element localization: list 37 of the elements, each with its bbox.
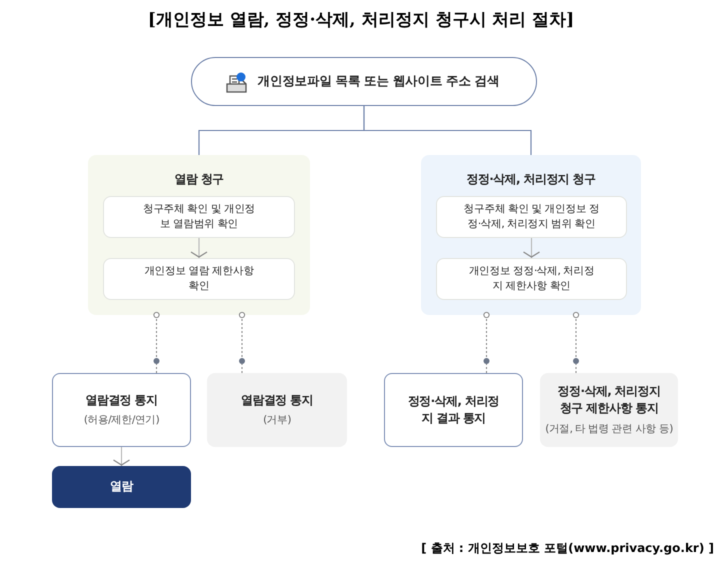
step-text: 개인정보 열람 제한사항 확인 xyxy=(143,264,255,294)
step-text: 열람결정 통지 xyxy=(240,392,314,409)
dotted-connector xyxy=(238,312,246,373)
step-text: 정정·삭제, 처리정지 결과 통지 xyxy=(406,392,500,427)
notice-box xyxy=(540,373,678,447)
search-step-pill xyxy=(191,57,537,106)
notice-box xyxy=(384,373,523,447)
step-text: 개인정보 정정·삭제, 처리정지 제한사항 확인 xyxy=(468,264,596,294)
note-text: (거부) xyxy=(262,413,292,428)
step-text: 개인정보파일 목록 또는 웹사이트 주소 검색 xyxy=(256,72,500,90)
dotted-connector xyxy=(483,312,490,373)
step-text: 정정·삭제, 처리정지 청구 제한사항 통지 xyxy=(556,383,662,418)
check-step-box xyxy=(103,258,295,300)
check-step-box xyxy=(436,258,627,300)
request-panel xyxy=(421,155,641,315)
notice-box xyxy=(207,373,347,447)
check-step-box xyxy=(103,196,295,238)
note-text: (허용/제한/연기) xyxy=(82,413,160,428)
step-text: 청구주체 확인 및 개인정보 정정·삭제, 처리정지 범위 확인 xyxy=(462,202,600,232)
dotted-connector xyxy=(153,312,160,373)
step-text: 열람 xyxy=(109,478,134,496)
check-step-box xyxy=(436,196,627,238)
step-text: 청구주체 확인 및 개인정보 열람범위 확인 xyxy=(142,202,256,232)
tree-connector xyxy=(363,106,532,155)
panel-heading: 열람 청구 xyxy=(173,171,225,188)
notice-box xyxy=(52,373,191,447)
note-text: (거절, 타 법령 관련 사항 등) xyxy=(544,422,674,437)
source-note: [ 출처 : 개인정보보호 포털(www.privacy.go.kr) ] xyxy=(421,540,714,557)
chevron-arrow xyxy=(522,238,540,258)
dotted-connector xyxy=(572,312,580,373)
panel-heading: 정정·삭제, 처리정지 청구 xyxy=(465,171,597,188)
request-panel xyxy=(88,155,310,315)
result-box xyxy=(52,466,191,508)
diagram-title: [개인정보 열람, 정정·삭제, 처리정지 청구시 처리 절차] xyxy=(146,9,576,31)
chevron-arrow xyxy=(190,238,208,258)
chevron-arrow xyxy=(112,447,130,466)
step-text: 열람결정 통지 xyxy=(84,392,158,409)
